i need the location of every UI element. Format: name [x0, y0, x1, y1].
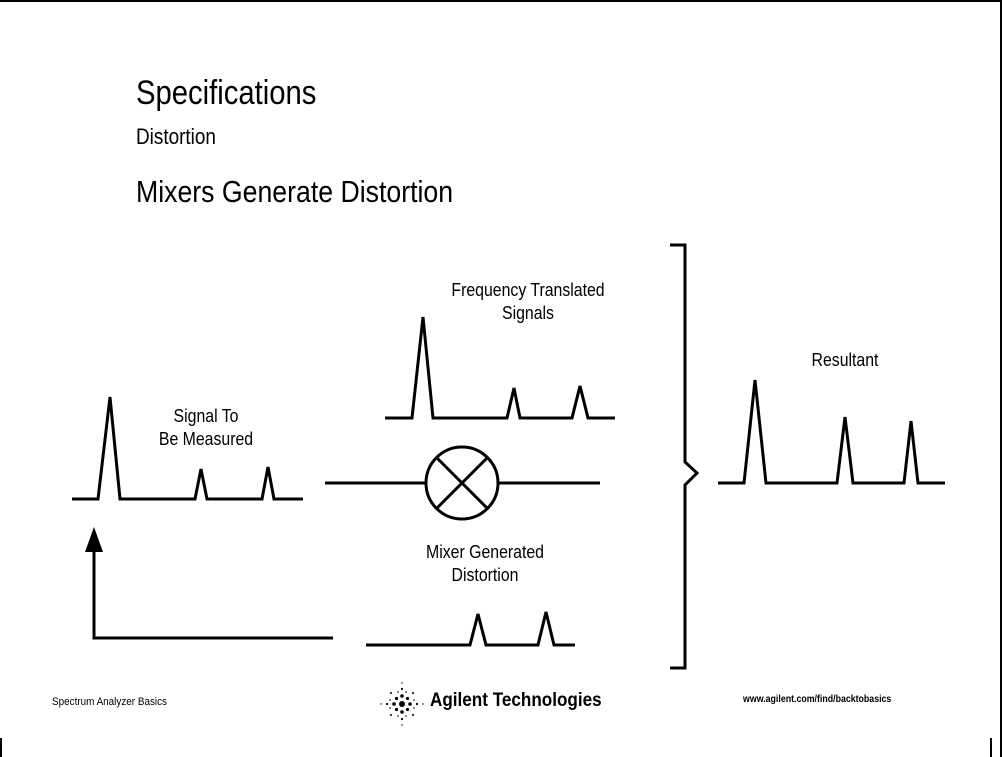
- agilent-spark-logo-icon: [380, 682, 424, 726]
- slide-frame-left-stub: [0, 738, 2, 757]
- translated-label-line1: Frequency Translated: [451, 280, 605, 300]
- input-spectrum-trace: [72, 396, 303, 501]
- feedback-path-line: [92, 548, 333, 640]
- group-bracket: [670, 243, 700, 670]
- footer-url: www.agilent.com/find/backtobasics: [743, 694, 892, 705]
- company-name: Agilent Technologies: [430, 690, 602, 711]
- signal-label-line1: Signal To: [173, 406, 239, 426]
- resultant-label: Resultant: [811, 350, 879, 370]
- footer-left-text: Spectrum Analyzer Basics: [52, 696, 168, 708]
- distortion-spectrum-trace: [366, 611, 575, 647]
- slide-subtitle: Distortion: [136, 124, 216, 149]
- slide-frame-right: [1000, 0, 1002, 757]
- translated-spectrum-trace: [385, 316, 615, 420]
- arrowhead-icon: [85, 527, 103, 552]
- resultant-spectrum-trace: [718, 379, 945, 485]
- slide-frame-right-stub: [990, 738, 992, 757]
- mixer-dist-label-line2: Distortion: [451, 565, 519, 585]
- mixer-x-circle-icon: [424, 445, 500, 521]
- frequency-translated-label: Frequency Translated Signals: [431, 279, 625, 325]
- slide-frame-top: [0, 0, 1002, 2]
- mixer-generated-distortion-label: Mixer Generated Distortion: [410, 541, 560, 587]
- translated-label-line2: Signals: [502, 303, 554, 323]
- slide-title: Specifications: [136, 74, 317, 112]
- signal-to-be-measured-label: Signal To Be Measured: [153, 405, 259, 451]
- slide-heading: Mixers Generate Distortion: [136, 174, 454, 209]
- mixer-dist-label-line1: Mixer Generated: [426, 542, 544, 562]
- signal-label-line2: Be Measured: [158, 429, 254, 449]
